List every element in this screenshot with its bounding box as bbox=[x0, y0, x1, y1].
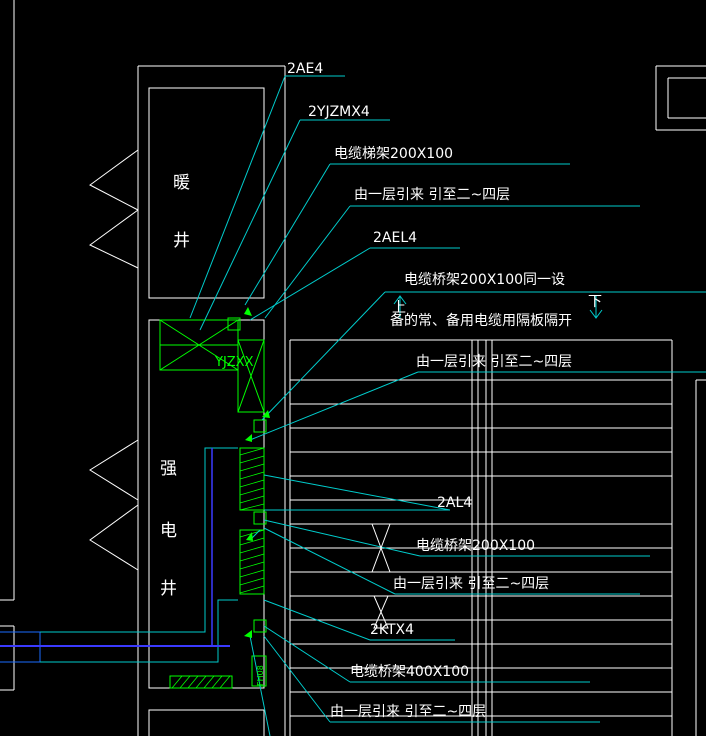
valve-symbol bbox=[371, 523, 391, 629]
label-tray-1: 电缆梯架200X100 bbox=[334, 146, 453, 162]
label-route-1: 由一层引来 引至二~四层 bbox=[354, 187, 510, 203]
label-2ktx4: 2KTX4 bbox=[370, 622, 414, 638]
label-tray-2-line-2: 备的常、备用电缆用隔板隔开 bbox=[390, 312, 572, 329]
label-2ae4: 2AE4 bbox=[287, 61, 323, 77]
stair-arrows bbox=[393, 295, 603, 319]
stair-treads bbox=[290, 379, 672, 717]
stair-down-label: 下 bbox=[588, 294, 602, 310]
leader-lines bbox=[189, 75, 706, 736]
electric-shaft-char-2: 电 bbox=[160, 521, 177, 541]
label-route-4: 由一层引来 引至二~四层 bbox=[330, 704, 486, 720]
electric-shaft-char-1: 强 bbox=[160, 459, 177, 479]
label-route-3: 由一层引来 引至二~四层 bbox=[393, 576, 549, 592]
heating-shaft-char-2: 井 bbox=[173, 231, 190, 251]
label-tray-3: 电缆桥架200X100 bbox=[416, 538, 535, 554]
label-tray-4: 电缆桥架400X100 bbox=[350, 664, 469, 680]
riser-pipes bbox=[0, 447, 238, 663]
stair-up-label: 上 bbox=[392, 300, 406, 316]
label-2al4: 2AL4 bbox=[437, 495, 472, 511]
heating-shaft-char-1: 暖 bbox=[173, 173, 190, 193]
yjzxx-label: YJZXX bbox=[214, 355, 254, 370]
equipment bbox=[159, 317, 267, 689]
label-2ael4: 2AEL4 bbox=[373, 230, 417, 246]
electric-shaft-char-3: 井 bbox=[160, 579, 177, 599]
leader-arrows bbox=[244, 307, 270, 638]
small-box-label: FH08 bbox=[256, 665, 265, 686]
label-tray-2-line-1: 电缆桥架200X100同一设 bbox=[404, 272, 565, 288]
label-2yjzmx4: 2YJZMX4 bbox=[308, 104, 370, 120]
door-swings bbox=[89, 149, 139, 571]
cabinet-hatching bbox=[171, 447, 265, 689]
label-route-2: 由一层引来 引至二~四层 bbox=[416, 354, 572, 370]
